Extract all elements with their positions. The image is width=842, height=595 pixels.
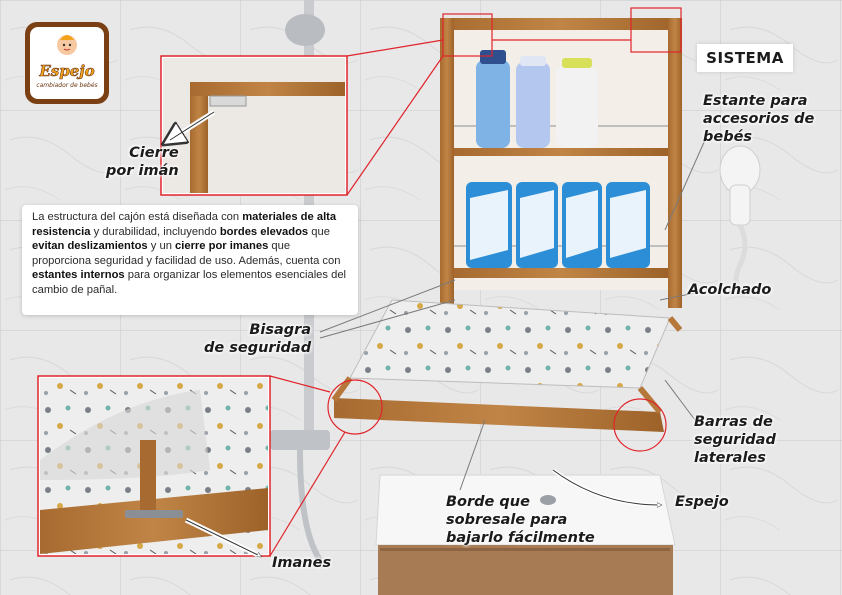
description-segment: para organizar los elementos esenciales …: [32, 269, 347, 296]
description-segment: materiales de alta resistencia: [32, 211, 337, 238]
wipes-packs: [466, 182, 650, 268]
description-segment: evitan deslizamientos: [32, 240, 148, 253]
baby-face-icon: [57, 35, 77, 55]
logo-subtitle: cambiador de bebés: [36, 82, 98, 89]
description-segment: bordes elevados: [219, 225, 309, 238]
changing-table: [331, 299, 683, 432]
label-protruding-edge: Borde que sobresale para bajarlo fácilme…: [446, 494, 595, 546]
description-segment: y un: [147, 240, 176, 253]
inset-magnets: [37, 375, 271, 559]
system-badge: SISTEMA: [697, 44, 793, 72]
label-padding: Acolchado: [688, 282, 772, 298]
sink: [375, 474, 676, 595]
callouts: [269, 7, 682, 557]
brand-logo: Espejo cambiador de bebés: [25, 22, 109, 104]
label-accessory-shelf: Estante para accesorios de bebés: [703, 93, 815, 145]
description-segment: cierre por imanes: [175, 240, 269, 253]
label-magnets: Imanes: [272, 555, 332, 571]
description-segment: que: [308, 225, 330, 238]
logo-title: Espejo: [39, 62, 95, 81]
description-segment: y durabilidad, incluyendo: [90, 225, 220, 238]
description-segment: estantes internos: [32, 269, 125, 282]
description-segment: que proporciona seguridad y facilidad de…: [32, 240, 341, 267]
label-safety-hinge: Bisagra de seguridad: [204, 322, 312, 356]
label-magnet-closure: Cierre por imán: [106, 145, 179, 179]
description-text: La estructura del cajón está diseñada co…: [32, 210, 350, 298]
description-segment: La estructura del cajón está diseñada co…: [32, 211, 243, 223]
hair-dryer: [719, 145, 761, 298]
bottles: [476, 50, 598, 148]
inset-magnet-closure: [161, 55, 348, 196]
pointer-lines: [319, 139, 706, 491]
description-box: La estructura del cajón está diseñada co…: [22, 205, 358, 315]
label-side-safety-bars: Barras de seguridad laterales: [694, 414, 776, 466]
label-mirror: Espejo: [675, 494, 729, 510]
